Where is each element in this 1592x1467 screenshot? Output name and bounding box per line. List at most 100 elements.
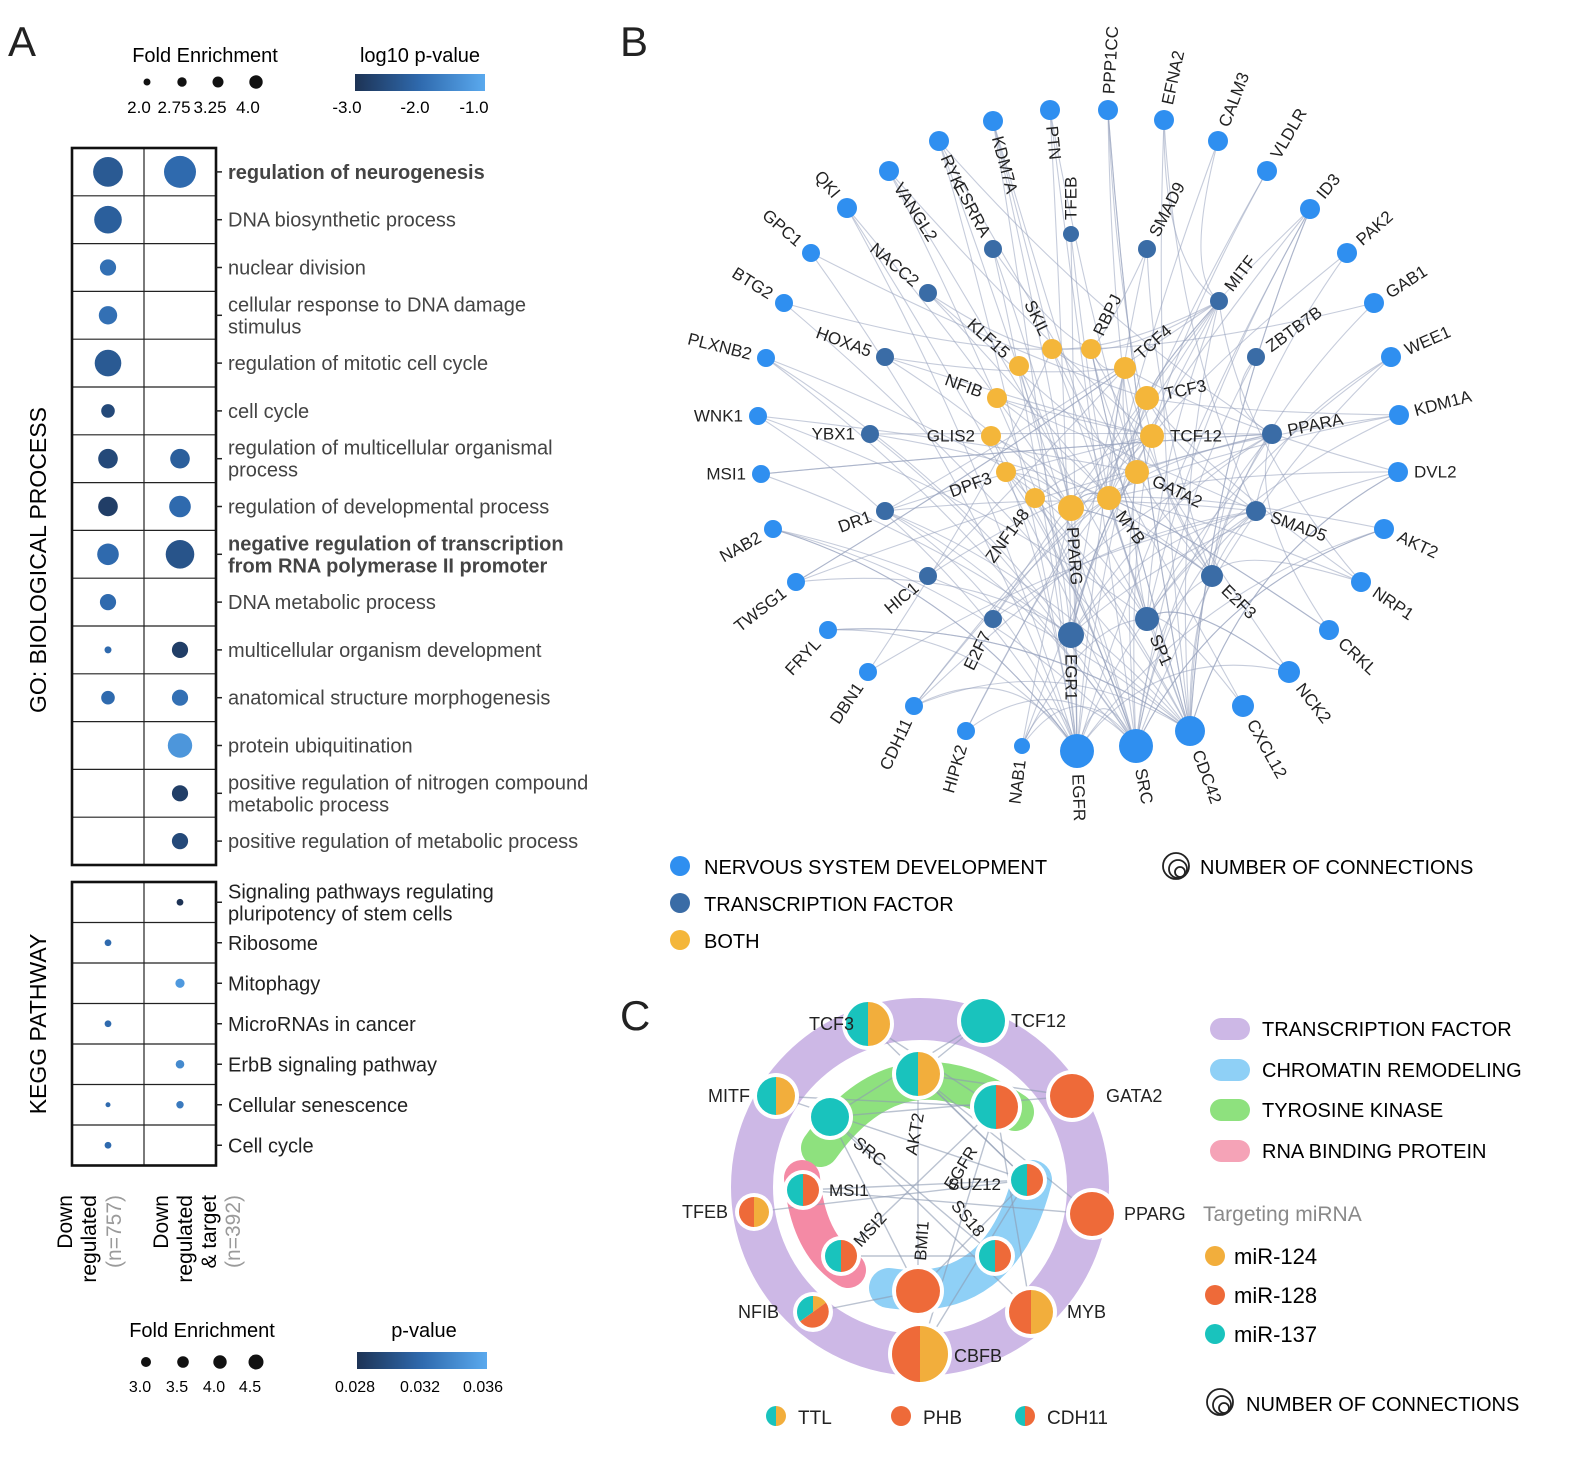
network-edge bbox=[1076, 510, 1257, 752]
network-edge bbox=[760, 433, 1273, 475]
node-dot bbox=[1140, 424, 1164, 448]
network-edge bbox=[1018, 365, 1072, 636]
go-dot-8-c1 bbox=[97, 543, 119, 566]
bottom-size-key-label-2: 4.0 bbox=[203, 1379, 225, 1396]
network-node-qki: QKI bbox=[811, 167, 857, 218]
top-size-key-label-2: 3.25 bbox=[193, 98, 226, 117]
network-node-wnk1: WNK1 bbox=[694, 407, 767, 426]
c-edge bbox=[917, 1073, 1093, 1215]
network-node-pparg: PPARG bbox=[1058, 495, 1086, 586]
network-edge bbox=[1160, 119, 1191, 732]
node-dot bbox=[879, 161, 899, 181]
node-dot bbox=[919, 284, 937, 302]
network-edge bbox=[1189, 433, 1273, 732]
node-dot bbox=[983, 111, 1003, 131]
network-edge bbox=[772, 528, 1078, 752]
legend-tyrosine-swatch bbox=[1210, 1099, 1250, 1121]
network-node-ybx1: YBX1 bbox=[812, 425, 879, 444]
bottom-color-tick-2: 0.036 bbox=[463, 1379, 503, 1396]
network-edge bbox=[884, 356, 1153, 437]
node-dot bbox=[1060, 734, 1094, 768]
pie-slice bbox=[918, 1052, 940, 1096]
c-node-label: NFIB bbox=[738, 1302, 779, 1322]
gene-pie-key-phb bbox=[887, 1402, 915, 1430]
kegg-term-label-2-0: Mitophagy bbox=[228, 973, 320, 995]
network-edge bbox=[992, 248, 1092, 350]
c-node-nfib: NFIB bbox=[738, 1292, 833, 1332]
node-dot bbox=[861, 425, 879, 443]
network-node-pak2: PAK2 bbox=[1337, 207, 1397, 263]
network-edge bbox=[1034, 497, 1137, 747]
node-label: DBN1 bbox=[826, 679, 867, 727]
pie-slice bbox=[896, 1052, 918, 1096]
network-edge bbox=[827, 629, 1078, 752]
go-dot-3-c1 bbox=[98, 306, 118, 325]
network-edge bbox=[927, 292, 1110, 499]
network-edge bbox=[1070, 233, 1110, 499]
node-dot bbox=[752, 465, 770, 483]
node-dot bbox=[1364, 293, 1384, 313]
pie-slice bbox=[1025, 1406, 1035, 1426]
network-edge bbox=[1108, 496, 1385, 530]
network-node-vldlr: VLDLR bbox=[1257, 105, 1311, 181]
node-label: QKI bbox=[811, 167, 844, 202]
node-dot bbox=[802, 244, 820, 262]
c-node-tcf12: TCF12 bbox=[957, 995, 1066, 1047]
go-term-label-10-0: multicellular organism development bbox=[228, 640, 542, 662]
network-edge bbox=[1146, 397, 1257, 512]
kegg-dot-1-c1 bbox=[104, 939, 112, 947]
node-dot bbox=[749, 407, 767, 425]
node-dot bbox=[859, 663, 877, 681]
pie-slice bbox=[813, 1296, 826, 1312]
go-dot-11-c1 bbox=[101, 690, 115, 705]
col2-label-line3: & target bbox=[198, 1195, 221, 1269]
connections-icon bbox=[1162, 852, 1190, 880]
network-node-efna2: EFNA2 bbox=[1154, 49, 1188, 130]
network-edge bbox=[992, 510, 1257, 620]
node-label: NAB2 bbox=[716, 528, 764, 566]
network-edge bbox=[884, 435, 1153, 512]
node-dot bbox=[1381, 347, 1401, 367]
c-edge bbox=[919, 1179, 1028, 1355]
go-term-label-2-0: nuclear division bbox=[228, 258, 366, 280]
legend-tf-label: TRANSCRIPTION FACTOR bbox=[704, 894, 954, 916]
node-dot bbox=[1135, 386, 1159, 410]
node-label: GAB1 bbox=[1382, 262, 1430, 303]
network-edge bbox=[1051, 300, 1220, 350]
node-dot bbox=[987, 388, 1007, 408]
go-term-label-8-0: negative regulation of transcription bbox=[228, 533, 564, 555]
network-node-hipk2: HIPK2 bbox=[939, 722, 975, 795]
node-dot bbox=[764, 520, 782, 538]
network-node-tcf12: TCF12 bbox=[1140, 424, 1222, 448]
node-dot bbox=[1135, 607, 1159, 631]
kegg-section-label: KEGG PATHWAY bbox=[25, 934, 51, 1115]
network-node-kdm7a: KDM7A bbox=[983, 111, 1021, 196]
network-edge bbox=[992, 120, 1053, 350]
network-node-zbtb7b: ZBTB7B bbox=[1247, 303, 1326, 366]
node-label: GPC1 bbox=[759, 206, 806, 251]
network-node-nrp1: NRP1 bbox=[1351, 572, 1417, 624]
node-dot bbox=[1042, 339, 1062, 359]
gene-pie-key-label: CDH11 bbox=[1047, 1408, 1108, 1429]
go-dot-2-c1 bbox=[99, 259, 117, 276]
pie-slice bbox=[995, 1240, 1011, 1272]
kegg-dot-2-c2 bbox=[175, 978, 185, 988]
network-edge bbox=[884, 510, 1078, 752]
node-label: NCK2 bbox=[1292, 680, 1335, 727]
network-edge bbox=[1189, 510, 1257, 732]
network-node-dvl2: DVL2 bbox=[1388, 462, 1457, 482]
bottom-color-bar bbox=[357, 1352, 487, 1369]
network-edge bbox=[992, 120, 1078, 752]
node-dot bbox=[1300, 199, 1320, 219]
top-color-tick-1: -2.0 bbox=[400, 98, 429, 117]
pie-slice bbox=[1050, 1074, 1094, 1118]
node-dot bbox=[919, 567, 937, 585]
node-label: PPARG bbox=[1063, 526, 1086, 585]
network-edge bbox=[1124, 367, 1399, 473]
network-edge bbox=[1135, 356, 1257, 747]
node-label: CRKL bbox=[1334, 634, 1380, 679]
node-dot bbox=[984, 610, 1002, 628]
